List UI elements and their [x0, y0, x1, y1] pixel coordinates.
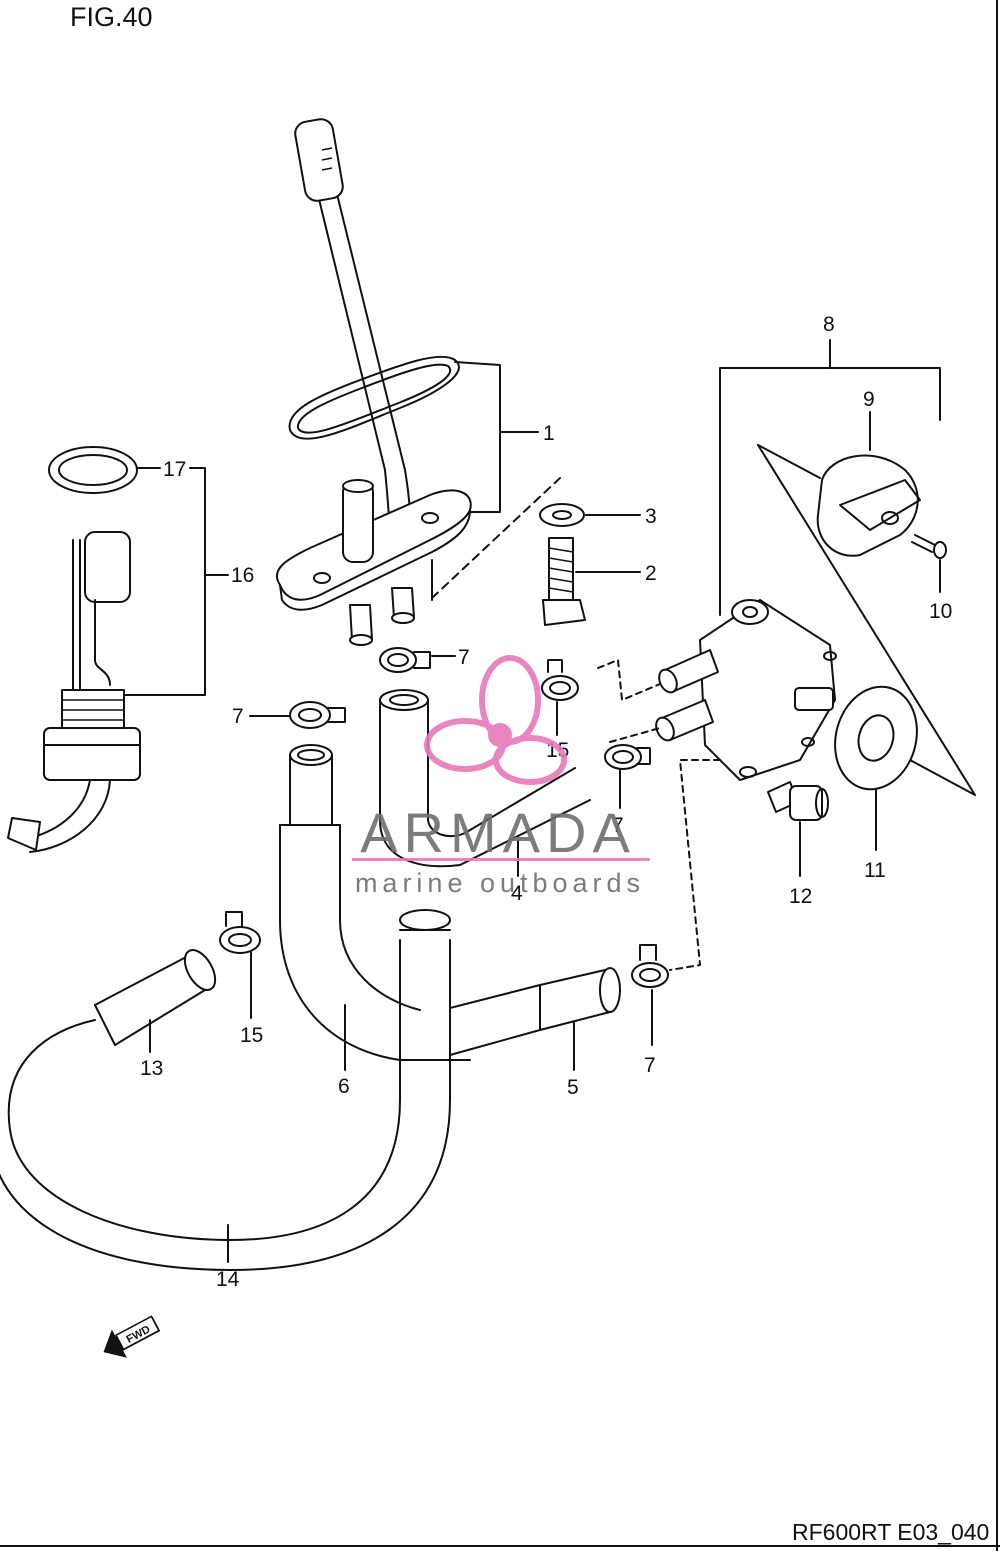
- callout-13: 13: [140, 1057, 163, 1080]
- gasket-part-11: 11: [834, 685, 918, 882]
- clamp-part-7-a: 7: [379, 646, 470, 673]
- callout-5: 5: [567, 1076, 579, 1099]
- hose-part-5: 5: [449, 967, 621, 1099]
- callout-15-b: 15: [240, 1024, 263, 1047]
- hose-part-13: 13: [94, 949, 217, 1080]
- callout-12: 12: [789, 885, 812, 908]
- callout-4: 4: [511, 882, 523, 905]
- callout-17: 17: [163, 458, 186, 481]
- callout-9: 9: [863, 388, 875, 411]
- drain-plug-part-12: 12: [767, 781, 829, 908]
- callout-8: 8: [823, 313, 835, 336]
- watermark-brand: ARMADA: [360, 801, 636, 864]
- clamp-part-7-b: 7: [232, 701, 346, 729]
- o-ring-part-17: 17: [48, 446, 229, 696]
- callout-7-b: 7: [232, 705, 244, 728]
- clamp-part-7-d: 7: [631, 944, 669, 1077]
- screw-part-10: 10: [911, 534, 952, 623]
- armada-watermark: ARMADA marine outboards: [352, 655, 650, 898]
- callout-16: 16: [231, 564, 254, 587]
- knob-part-9: 9: [816, 388, 921, 557]
- clamp-part-15-b: 15: [219, 911, 263, 1047]
- callout-14: 14: [216, 1268, 240, 1291]
- callout-7-a: 7: [458, 646, 470, 669]
- hose-part-4: 4: [379, 689, 591, 905]
- washer-part-3: 3: [539, 503, 657, 528]
- hose-part-14: 14: [0, 909, 451, 1291]
- fuel-cock-assembly-part-8: 8: [597, 313, 976, 971]
- watermark-tagline: marine outboards: [355, 868, 645, 898]
- drawing-code: RF600RT E03_040: [792, 1519, 990, 1545]
- figure-title: FIG.40: [70, 2, 153, 32]
- fuel-pickup-part-1: 1: [275, 118, 555, 646]
- callout-7-c: 7: [612, 814, 624, 837]
- callout-7-d: 7: [644, 1054, 656, 1077]
- frame-border-right: [996, 0, 998, 1551]
- hose-part-6: 6: [279, 744, 471, 1098]
- callout-6: 6: [338, 1075, 350, 1098]
- callout-2: 2: [645, 562, 657, 585]
- clamp-part-7-c: 7: [604, 744, 651, 837]
- callout-1: 1: [543, 422, 555, 445]
- callout-10: 10: [929, 600, 952, 623]
- callout-3: 3: [645, 505, 657, 528]
- callout-11: 11: [864, 859, 886, 882]
- fwd-arrow-icon: FWD: [103, 1315, 161, 1358]
- frame-border-bottom: [0, 1545, 1000, 1547]
- fuel-level-sender-part-16: 16: [7, 531, 254, 853]
- bolt-part-2: 2: [542, 537, 657, 626]
- propeller-logo-icon: [424, 655, 567, 785]
